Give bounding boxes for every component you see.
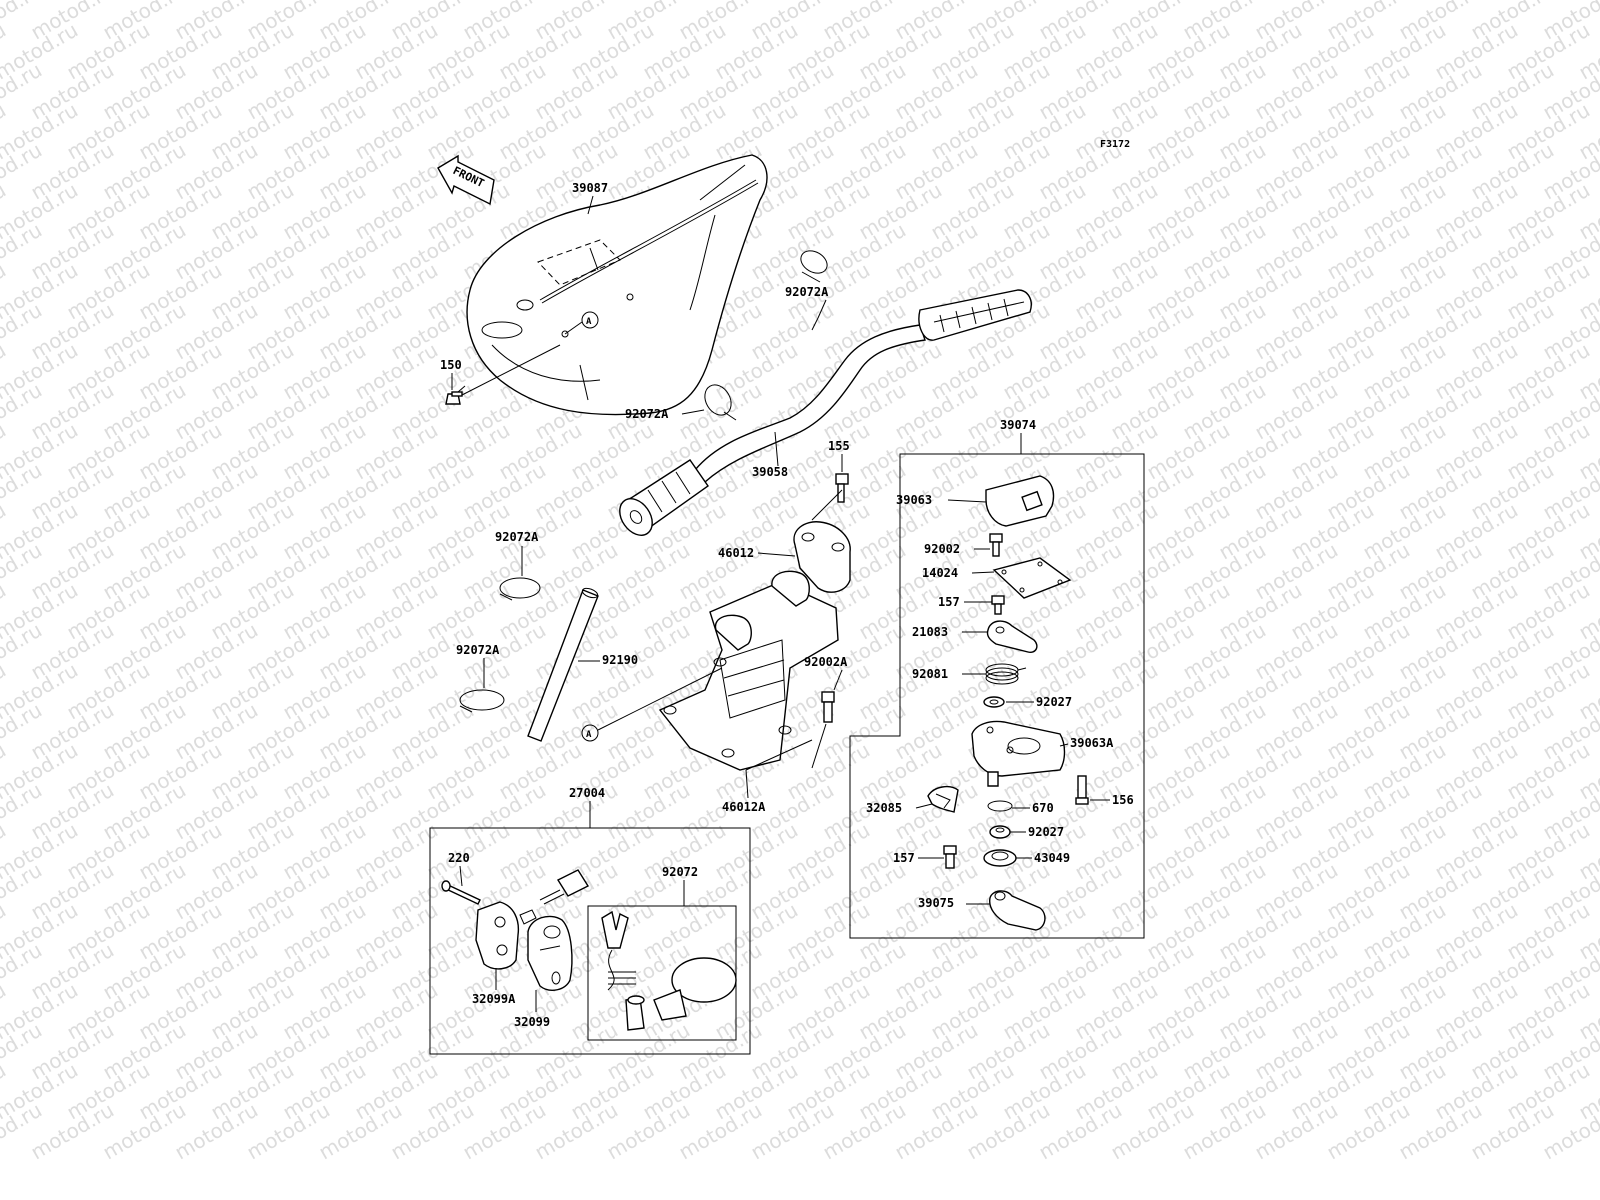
label-14024: 14024 bbox=[922, 566, 958, 580]
label-39075: 39075 bbox=[918, 896, 954, 910]
o-ring-670 bbox=[987, 800, 1013, 812]
band-clamp-left1 bbox=[499, 577, 541, 601]
connector bbox=[539, 869, 590, 905]
cover-39063 bbox=[985, 475, 1055, 527]
label-32099A: 32099A bbox=[472, 992, 516, 1006]
group-box-39074 bbox=[849, 453, 1145, 939]
label-150: 150 bbox=[440, 358, 462, 372]
front-arrow-icon: FRONT bbox=[437, 154, 495, 206]
label-92002A: 92002A bbox=[804, 655, 848, 669]
screw-92002 bbox=[989, 533, 1003, 557]
ref-a-label-2: A bbox=[586, 730, 592, 740]
bolt-157a bbox=[991, 595, 1005, 615]
ref-a-circle bbox=[581, 311, 599, 329]
band-clamp-top bbox=[800, 250, 828, 283]
figure-code: F3172 bbox=[1100, 139, 1130, 150]
label-46012: 46012 bbox=[718, 546, 754, 560]
bolt-150 bbox=[445, 385, 466, 405]
label-92002: 92002 bbox=[924, 542, 960, 556]
spring-92081 bbox=[985, 663, 1027, 685]
label-92072A-mid: 92072A bbox=[625, 407, 669, 421]
label-32099: 32099 bbox=[514, 1015, 550, 1029]
band-clamp-left2 bbox=[459, 689, 505, 713]
handlebar-pad-39087 bbox=[466, 154, 768, 416]
switch-housing-32099A bbox=[475, 901, 537, 970]
ref-a-circle-2 bbox=[581, 724, 599, 742]
label-39087: 39087 bbox=[572, 181, 608, 195]
handlebar-39058 bbox=[619, 289, 1032, 536]
label-92072A-top: 92072A bbox=[785, 285, 829, 299]
washer-92027a bbox=[983, 696, 1005, 708]
bolt-157b bbox=[943, 845, 957, 869]
label-670: 670 bbox=[1032, 801, 1054, 815]
screw-220 bbox=[441, 880, 481, 905]
label-92081: 92081 bbox=[912, 667, 948, 681]
housing-39063A bbox=[971, 720, 1066, 787]
label-92072A-left1: 92072A bbox=[495, 530, 539, 544]
group-box-92072 bbox=[587, 905, 737, 1041]
label-92072: 92072 bbox=[662, 865, 698, 879]
label-39058: 39058 bbox=[752, 465, 788, 479]
label-92190: 92190 bbox=[602, 653, 638, 667]
ref-a-label: A bbox=[586, 317, 592, 327]
label-92072A-left2: 92072A bbox=[456, 643, 500, 657]
magnet-32085 bbox=[927, 785, 959, 813]
label-21083: 21083 bbox=[912, 625, 948, 639]
tube-92190 bbox=[527, 587, 599, 742]
seal-43049 bbox=[983, 849, 1017, 867]
label-157a: 157 bbox=[938, 595, 960, 609]
right-grip bbox=[918, 289, 1032, 341]
label-32085: 32085 bbox=[866, 801, 902, 815]
label-155: 155 bbox=[828, 439, 850, 453]
bolt-156 bbox=[1075, 775, 1089, 805]
label-92027a: 92027 bbox=[1036, 695, 1072, 709]
label-39074: 39074 bbox=[1000, 418, 1036, 432]
switch-32099 bbox=[527, 915, 573, 991]
label-157b: 157 bbox=[893, 851, 915, 865]
label-156: 156 bbox=[1112, 793, 1134, 807]
handlebar-holder-46012A bbox=[658, 570, 839, 771]
label-27004: 27004 bbox=[569, 786, 605, 800]
lever-39075 bbox=[989, 890, 1046, 931]
label-39063: 39063 bbox=[896, 493, 932, 507]
label-92027b: 92027 bbox=[1028, 825, 1064, 839]
label-220: 220 bbox=[448, 851, 470, 865]
label-46012A: 46012A bbox=[722, 800, 766, 814]
label-43049: 43049 bbox=[1034, 851, 1070, 865]
lever-21083 bbox=[986, 620, 1038, 654]
lanyard-clip-92072 bbox=[601, 910, 737, 1031]
label-39063A: 39063A bbox=[1070, 736, 1114, 750]
handlebar-clamp-46012 bbox=[793, 521, 851, 593]
left-grip bbox=[619, 459, 709, 536]
bolt-155 bbox=[835, 473, 849, 503]
plate-14024 bbox=[992, 557, 1072, 599]
band-clamp-mid bbox=[704, 384, 737, 421]
bolt-92002A bbox=[821, 691, 835, 723]
